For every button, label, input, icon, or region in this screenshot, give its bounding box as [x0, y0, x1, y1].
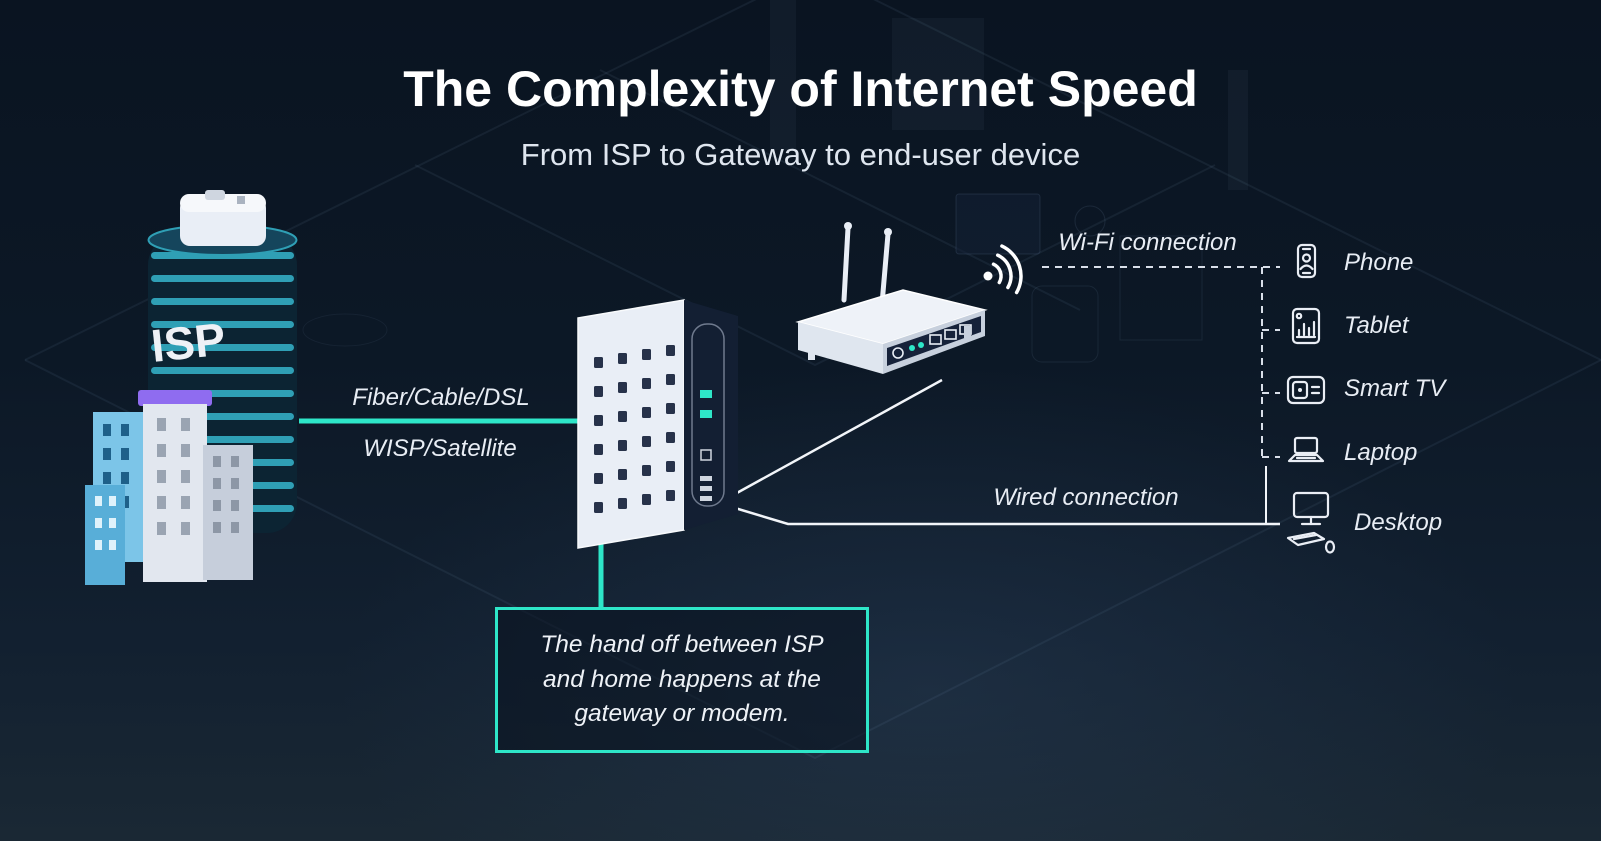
wifi-connection-line	[1042, 266, 1280, 458]
desktop-icon	[1286, 491, 1336, 554]
device-item-phone: Phone	[1284, 241, 1413, 285]
device-label-desktop: Desktop	[1354, 509, 1443, 536]
router-foot-2	[964, 326, 971, 338]
modem-indicator-lights	[700, 390, 712, 501]
device-item-desktop: Desktop	[1284, 491, 1442, 555]
page-subtitle: From ISP to Gateway to end-user device	[520, 137, 1081, 172]
laptop-icon	[1287, 436, 1325, 463]
router-port-strip	[887, 316, 981, 366]
isp-roof-cabin	[180, 190, 266, 246]
router-antennas	[841, 225, 891, 307]
device-item-smart-tv: Smart TV	[1284, 367, 1445, 411]
city-buildings	[85, 390, 253, 585]
wisp-satellite-label: WISP/Satellite	[363, 435, 517, 462]
gateway-modem-illustration	[577, 299, 738, 549]
wifi-connection-label: Wi-Fi connection	[1058, 229, 1237, 256]
callout-box: The hand off between ISP and home happen…	[495, 607, 869, 753]
background-table	[302, 313, 388, 347]
gateway-to-router-cable	[734, 378, 943, 496]
background-armchair	[1031, 285, 1099, 363]
smart-tv-icon	[1286, 375, 1326, 405]
modem-vent-holes	[594, 345, 675, 513]
device-item-laptop: Laptop	[1284, 431, 1417, 475]
modem-front-face	[577, 299, 685, 549]
fiber-cable-dsl-label: Fiber/Cable/DSL	[352, 384, 530, 411]
device-item-tablet: Tablet	[1284, 304, 1409, 348]
modem-side-panel	[691, 323, 725, 507]
router-antenna-tip	[844, 222, 852, 230]
isp-building-label: ISP	[149, 312, 228, 371]
router-left-face	[798, 322, 883, 374]
phone-icon	[1296, 243, 1317, 279]
tablet-icon	[1291, 307, 1321, 345]
device-label-phone: Phone	[1344, 249, 1414, 276]
router-ports-and-leds	[892, 324, 972, 359]
page-title: The Complexity of Internet Speed	[403, 61, 1198, 117]
device-label-tablet: Tablet	[1344, 312, 1409, 339]
device-label-laptop: Laptop	[1344, 439, 1418, 466]
router-foot	[808, 348, 815, 360]
callout-text: The hand off between ISP and home happen…	[540, 630, 824, 728]
wired-connection-label: Wired connection	[993, 484, 1179, 511]
wifi-router-illustration	[795, 222, 988, 374]
router-antenna-tip-2	[884, 228, 892, 236]
device-label-smart-tv: Smart TV	[1344, 375, 1446, 402]
isp-building-illustration: ISP	[85, 190, 298, 585]
